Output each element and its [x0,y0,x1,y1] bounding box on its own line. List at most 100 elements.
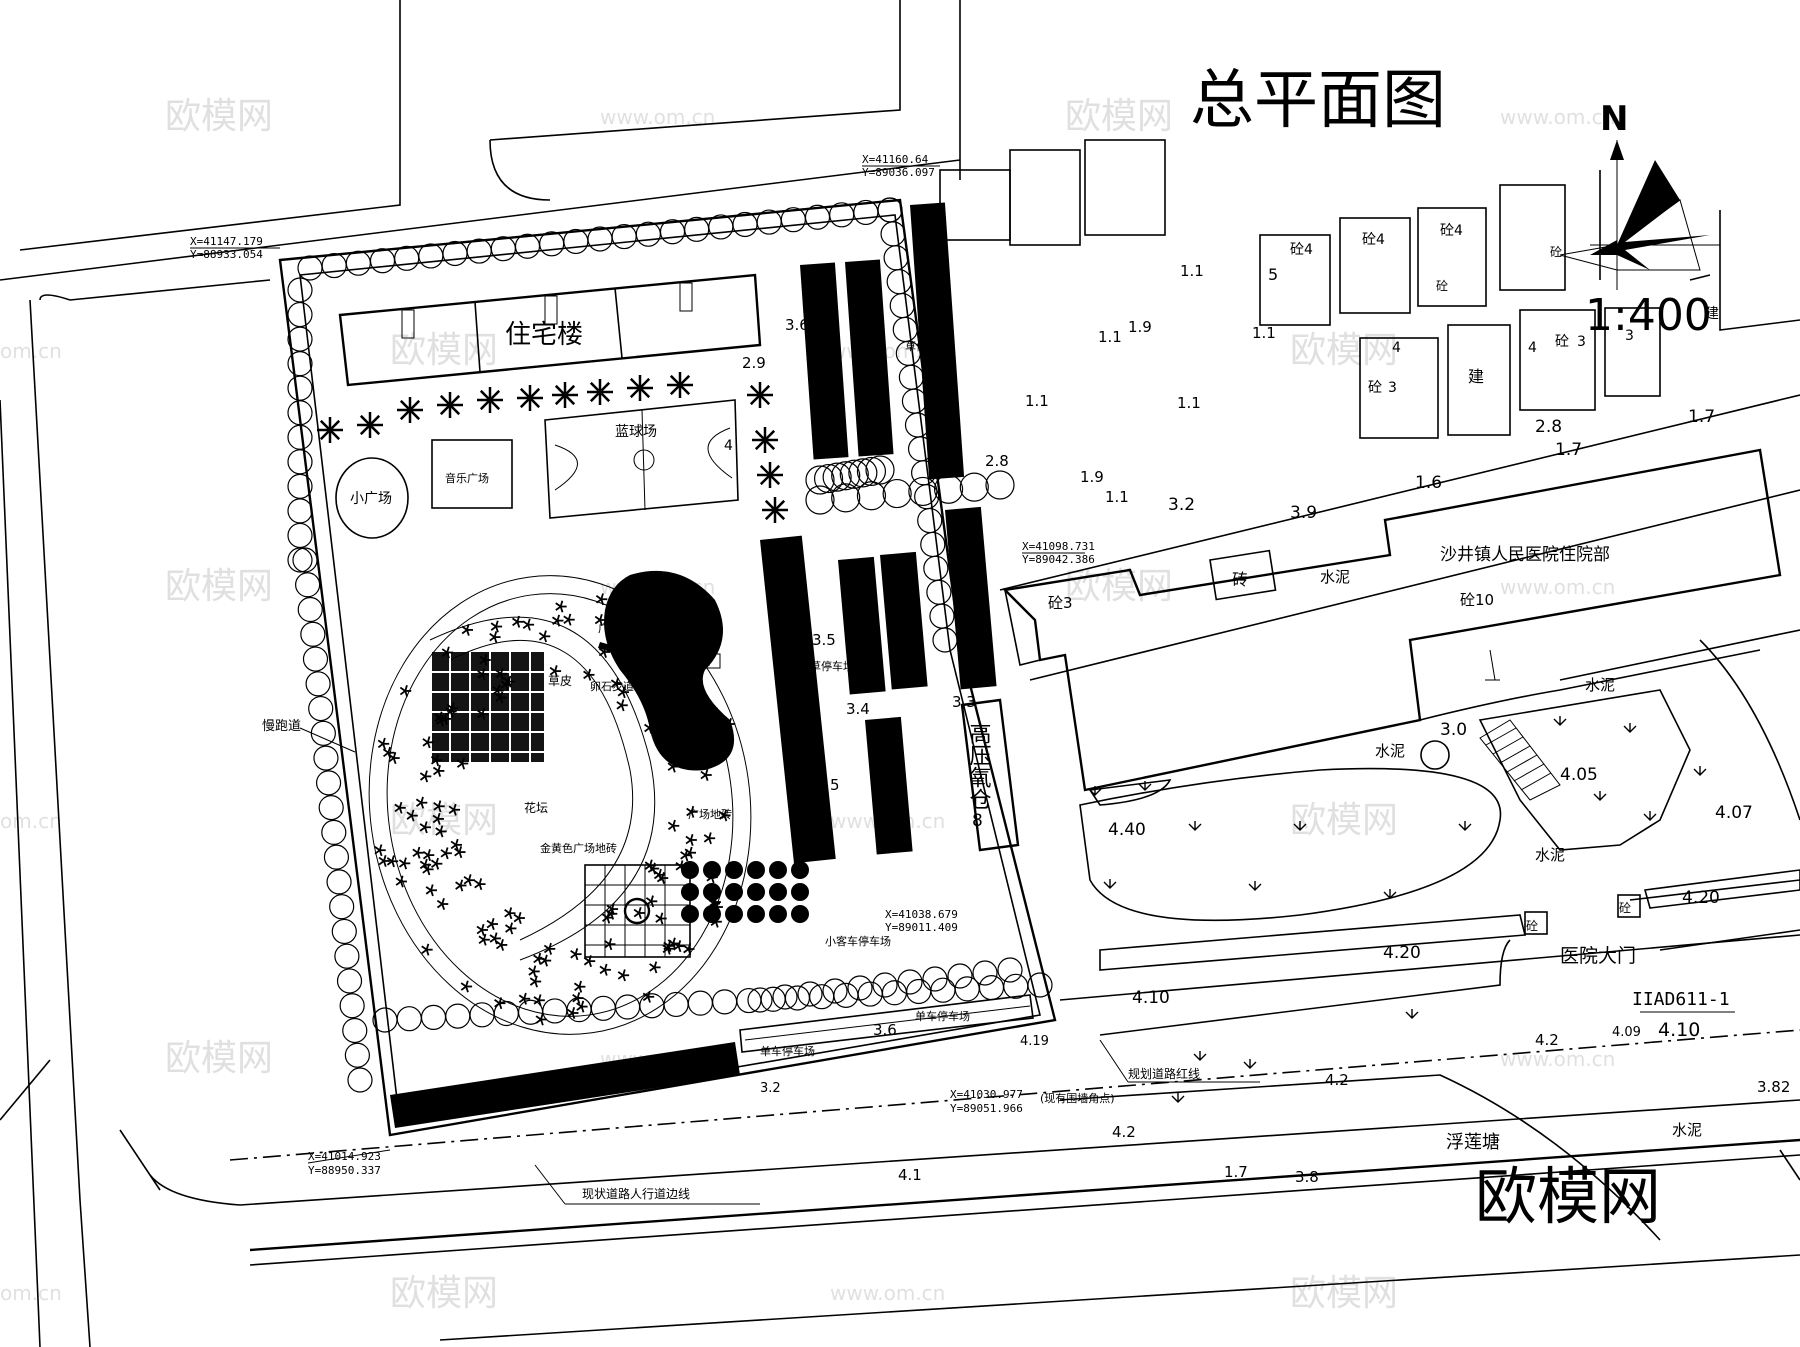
palm-frond [749,384,761,396]
shrub-icon [686,805,698,818]
shrub-icon [422,849,435,862]
shrub-stroke [659,912,664,919]
shrub-icon [657,692,669,705]
road-edge [249,1138,1800,1252]
shrub-stroke [543,944,550,950]
palm-frond [589,391,601,403]
hospital-building: 砖 沙井镇人民医院住院部 砼3 砼10 水泥 [1002,448,1782,792]
shrub-stroke [412,848,419,854]
shrub-icon [656,872,669,885]
survey-coordinates: X=41147.179 Y=88933.054 X=41160.64 Y=890… [190,153,1115,1177]
shrub-stroke [633,908,640,914]
shrub-stroke [685,835,692,841]
shrub-stroke [703,834,710,839]
shrub-stroke [548,948,553,955]
shrub-stroke [435,863,440,870]
road-edge [0,159,961,281]
shrub-stroke [446,646,450,653]
palm-tree-icon [357,412,383,438]
road-edge [19,0,401,251]
shrub-icon [528,965,540,978]
shrub-icon [494,997,506,1010]
shrub-stroke [435,830,442,836]
elevation-mark: 4.07 [1715,803,1753,823]
grass-icon [1643,811,1657,821]
shrub-icon [460,980,473,993]
tree-icon [889,292,915,319]
shrub-stroke [723,809,728,816]
elevation-mark: 3.6 [873,1021,897,1039]
shrub-stroke [572,993,579,999]
shrub-stroke [723,719,730,725]
shrub-stroke [604,940,610,945]
road-edge [29,299,91,1347]
wind-rose-icon [1590,160,1710,270]
palm-frond [409,399,421,411]
shrub-icon [489,631,501,644]
shrub-icon [549,665,562,678]
palm-frond [529,387,541,399]
shrub-icon [604,938,616,951]
shrub-icon [691,658,703,671]
watermark-text: 欧模网 [1290,330,1398,371]
shrub-stroke [377,743,384,749]
shrub-stroke [494,999,501,1004]
tree-icon [323,844,350,870]
elevation-mark: 3.0 [1440,720,1467,740]
shrub-icon [606,903,619,916]
residential-outline [338,273,762,387]
shrub-stroke [398,859,405,865]
house-label: 砼 [1436,279,1448,293]
grass-stroke [1383,889,1397,899]
shrub-stroke [430,859,437,865]
shrub-stroke [594,615,601,621]
shrub-icon [461,623,473,636]
village-houses: 砼4 5 砼4 砼4 砼 砼 4 砼 3 建 4 砼 3 3 建 [1259,170,1800,439]
shrub-stroke [450,844,457,850]
watermark-url: om.cn [0,809,62,833]
shrub-stroke [672,766,676,773]
shrub-stroke [435,754,439,761]
shrub-stroke [672,937,676,944]
palm-frond [439,394,451,406]
tree-icon [932,627,958,653]
shrub-stroke [431,759,437,765]
shrub-stroke [404,684,408,692]
shrub-stroke [477,670,484,676]
elevation-mark: 4.2 [1535,1031,1559,1049]
small-plaza [335,457,409,539]
road-code: IIAD611-1 [1632,989,1730,1010]
elevation-mark: 1.7 [1224,1163,1248,1181]
shrub-stroke [437,764,441,772]
grass-stroke [1293,821,1307,831]
shrub-stroke [454,851,461,857]
palm-frond [759,394,771,406]
shrub-stroke [500,938,504,946]
shrub-stroke [455,844,459,851]
garden-bed [1478,689,1691,851]
top-structures [939,139,1166,246]
parking-stall-block [838,556,886,695]
shrub-stroke [580,1006,585,1013]
shrub-stroke [427,849,431,856]
shrub-stroke [677,945,682,953]
shrub-icon [599,963,611,976]
shrub-stroke [574,985,580,992]
elevation-mark: 5 [830,776,840,794]
oxygen-chamber [960,698,1020,852]
shrub-stroke [691,664,698,670]
coord-y: Y=89036.097 [862,166,935,179]
tree-icon [747,987,773,1013]
shrub-stroke [669,635,676,641]
palm-frond [359,424,371,436]
shrub-stroke [493,631,498,638]
shrub-icon [617,686,629,699]
shrub-stroke [690,700,695,707]
shrub-icon [616,699,628,712]
shrub-stroke [383,860,387,867]
tree-icon [635,221,661,247]
shrub-stroke [518,912,522,919]
tree-icon [997,957,1023,983]
shrub-stroke [691,660,698,666]
tree-icon [394,245,420,271]
